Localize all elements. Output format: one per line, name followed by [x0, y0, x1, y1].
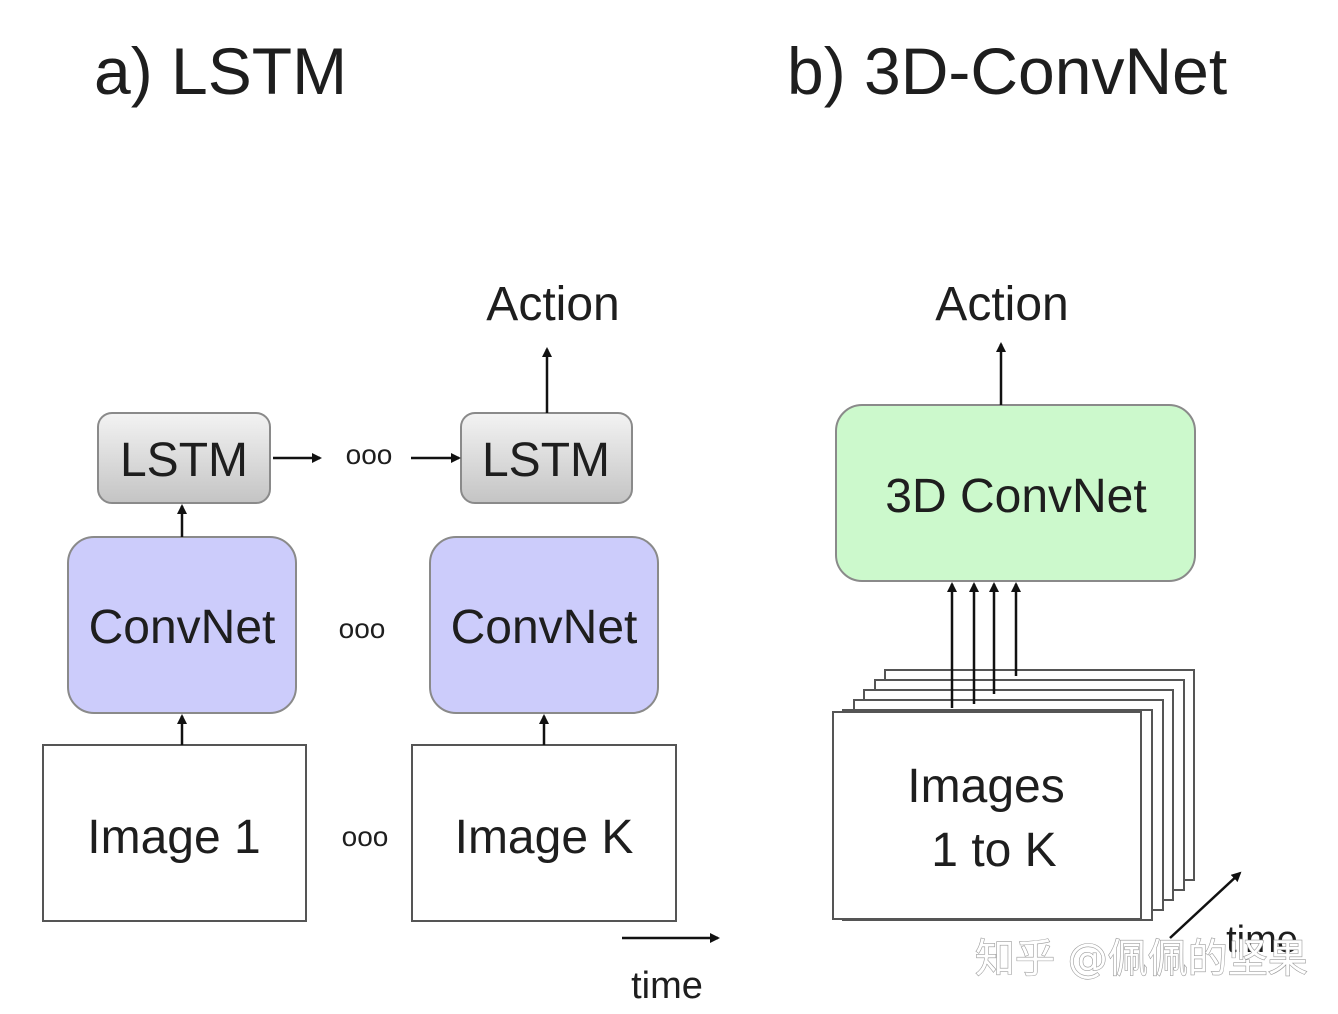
panel-a-lstm: a) LSTM Action LSTM LSTM ooo ConvNet Con…: [42, 34, 720, 1007]
time-label-b: time: [1226, 919, 1298, 961]
lstm-box-1: [97, 412, 271, 504]
convnet-box-k: [429, 536, 659, 714]
panel-a-title: a) LSTM: [94, 34, 347, 108]
lstm-ellipsis: ooo: [346, 439, 393, 470]
convnet-label-1: ConvNet: [89, 601, 276, 654]
convnet3d-label: 3D ConvNet: [885, 470, 1146, 523]
action-label-b: Action: [935, 278, 1068, 331]
convnet-label-k: ConvNet: [451, 601, 638, 654]
image-label-1: Image 1: [87, 811, 260, 864]
panel-a-arrows: [177, 347, 720, 943]
image-box-1: [42, 744, 307, 922]
image-label-k: Image K: [455, 811, 634, 864]
image-stack: [832, 669, 1195, 921]
watermark-text: 知乎 @佩佩的坚果: [975, 936, 1308, 982]
time-label-a: time: [631, 965, 703, 1007]
action-label-a: Action: [486, 278, 619, 331]
panel-b-title: b) 3D-ConvNet: [787, 34, 1227, 108]
image-box-k: [411, 744, 677, 922]
lstm-label-1: LSTM: [120, 434, 248, 487]
panel-b-arrows: [947, 342, 1242, 939]
convnet-ellipsis: ooo: [339, 613, 386, 644]
convnet3d-box: [835, 404, 1196, 582]
lstm-label-k: LSTM: [482, 434, 610, 487]
stack-frame-front: [832, 711, 1142, 920]
image-ellipsis: ooo: [342, 821, 389, 852]
images-label-line2: 1 to K: [931, 824, 1056, 877]
images-label-line1: Images: [907, 760, 1064, 813]
panel-b-3d-convnet: b) 3D-ConvNet Action 3D ConvNet Images 1…: [787, 34, 1298, 961]
arrow-time-b: [1169, 871, 1242, 939]
